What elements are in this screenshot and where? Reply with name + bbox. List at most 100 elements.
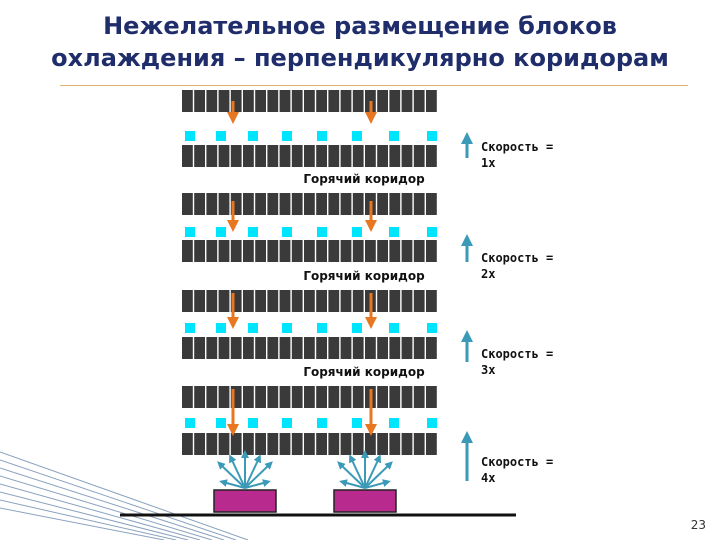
fan-out-arrows-icon [217, 461, 246, 489]
fan-out-arrows-icon [337, 461, 366, 489]
cooling-airflow-arrows [217, 450, 393, 489]
rack-unit [194, 90, 205, 112]
floor-tile [185, 131, 195, 141]
rack-unit [291, 193, 303, 215]
rack-unit [182, 386, 193, 408]
rack-unit [352, 433, 364, 455]
rack-unit [182, 90, 193, 112]
rack-unit [426, 90, 437, 112]
floor-tile [282, 323, 292, 333]
rack-unit [206, 337, 218, 359]
hot-aisle-label-3: Горячий коридор [303, 365, 425, 379]
rack-unit [426, 145, 437, 167]
rack-unit [304, 90, 315, 112]
rack-unit [389, 433, 401, 455]
rack-unit [255, 433, 266, 455]
rack-unit [267, 290, 279, 312]
rack-unit [182, 337, 193, 359]
rack-unit [206, 386, 218, 408]
rack-unit [389, 337, 401, 359]
floor-tile [352, 323, 362, 333]
rack-unit [206, 240, 218, 262]
rack-unit [328, 290, 340, 312]
floor-tile [248, 323, 258, 333]
rack-unit [218, 240, 230, 262]
rack-unit [291, 290, 303, 312]
rack-unit [377, 433, 388, 455]
rack-unit [316, 240, 327, 262]
rack-unit [340, 193, 352, 215]
rack-unit [194, 290, 205, 312]
rack-unit [206, 90, 218, 112]
rack-unit [413, 386, 425, 408]
rack-unit [426, 193, 437, 215]
rack-unit [279, 337, 291, 359]
rack-unit [316, 290, 327, 312]
rack-unit [267, 386, 279, 408]
floor-tile [248, 418, 258, 428]
rack-unit [413, 193, 425, 215]
rack-unit [365, 145, 376, 167]
title-line-1: Нежелательное размещение блоков [103, 12, 617, 40]
rack-unit [377, 240, 388, 262]
floor-tile [427, 131, 437, 141]
rack-unit [230, 386, 242, 408]
rack-unit [255, 90, 266, 112]
floor-tile [317, 227, 327, 237]
rack-unit [365, 240, 376, 262]
rack-unit [328, 337, 340, 359]
slide-title: Нежелательное размещение блоков охлажден… [40, 10, 680, 74]
rack-unit [316, 90, 327, 112]
rack-unit [206, 145, 218, 167]
page-number: 23 [690, 518, 706, 532]
rack-unit [401, 386, 413, 408]
speed-label-1x: Скорость = 1x [481, 140, 554, 170]
floor-tile [248, 131, 258, 141]
rack-unit [328, 240, 340, 262]
rack-unit [377, 90, 388, 112]
rack-unit [243, 240, 254, 262]
rack-unit [377, 337, 388, 359]
floor-tile [352, 131, 362, 141]
rack-unit [230, 337, 242, 359]
rack-unit [426, 240, 437, 262]
rack-unit [182, 193, 193, 215]
crac-unit-right [333, 489, 397, 513]
fan-out-arrows-icon [244, 479, 271, 489]
floor-tile [282, 227, 292, 237]
rack-unit [389, 290, 401, 312]
hot-aisle-label-1: Горячий коридор [303, 172, 425, 186]
rack-unit [230, 290, 242, 312]
hot-air-arrows [227, 101, 377, 436]
rack-unit [267, 145, 279, 167]
floor-tile [352, 418, 362, 428]
rack-unit [352, 90, 364, 112]
rack-unit [352, 193, 364, 215]
floor-tile [317, 418, 327, 428]
rack-unit [426, 290, 437, 312]
floor-tile [248, 227, 258, 237]
rack-unit [194, 433, 205, 455]
rack-unit [304, 240, 315, 262]
floor-tile [185, 227, 195, 237]
floor-tile [216, 418, 226, 428]
rack-unit [243, 386, 254, 408]
rack-unit [401, 145, 413, 167]
rack-unit [291, 337, 303, 359]
rack-unit [279, 386, 291, 408]
rack-unit [389, 145, 401, 167]
rack-unit [194, 193, 205, 215]
floor-tile [216, 131, 226, 141]
floor-tile [427, 418, 437, 428]
rack-unit [230, 240, 242, 262]
rack-unit [218, 433, 230, 455]
rack-unit [389, 193, 401, 215]
rack-unit [255, 290, 266, 312]
rack-unit [182, 145, 193, 167]
rack-unit [316, 193, 327, 215]
rack-unit [426, 386, 437, 408]
rack-unit [255, 193, 266, 215]
rack-unit [267, 90, 279, 112]
rack-unit [304, 386, 315, 408]
rack-unit [401, 337, 413, 359]
